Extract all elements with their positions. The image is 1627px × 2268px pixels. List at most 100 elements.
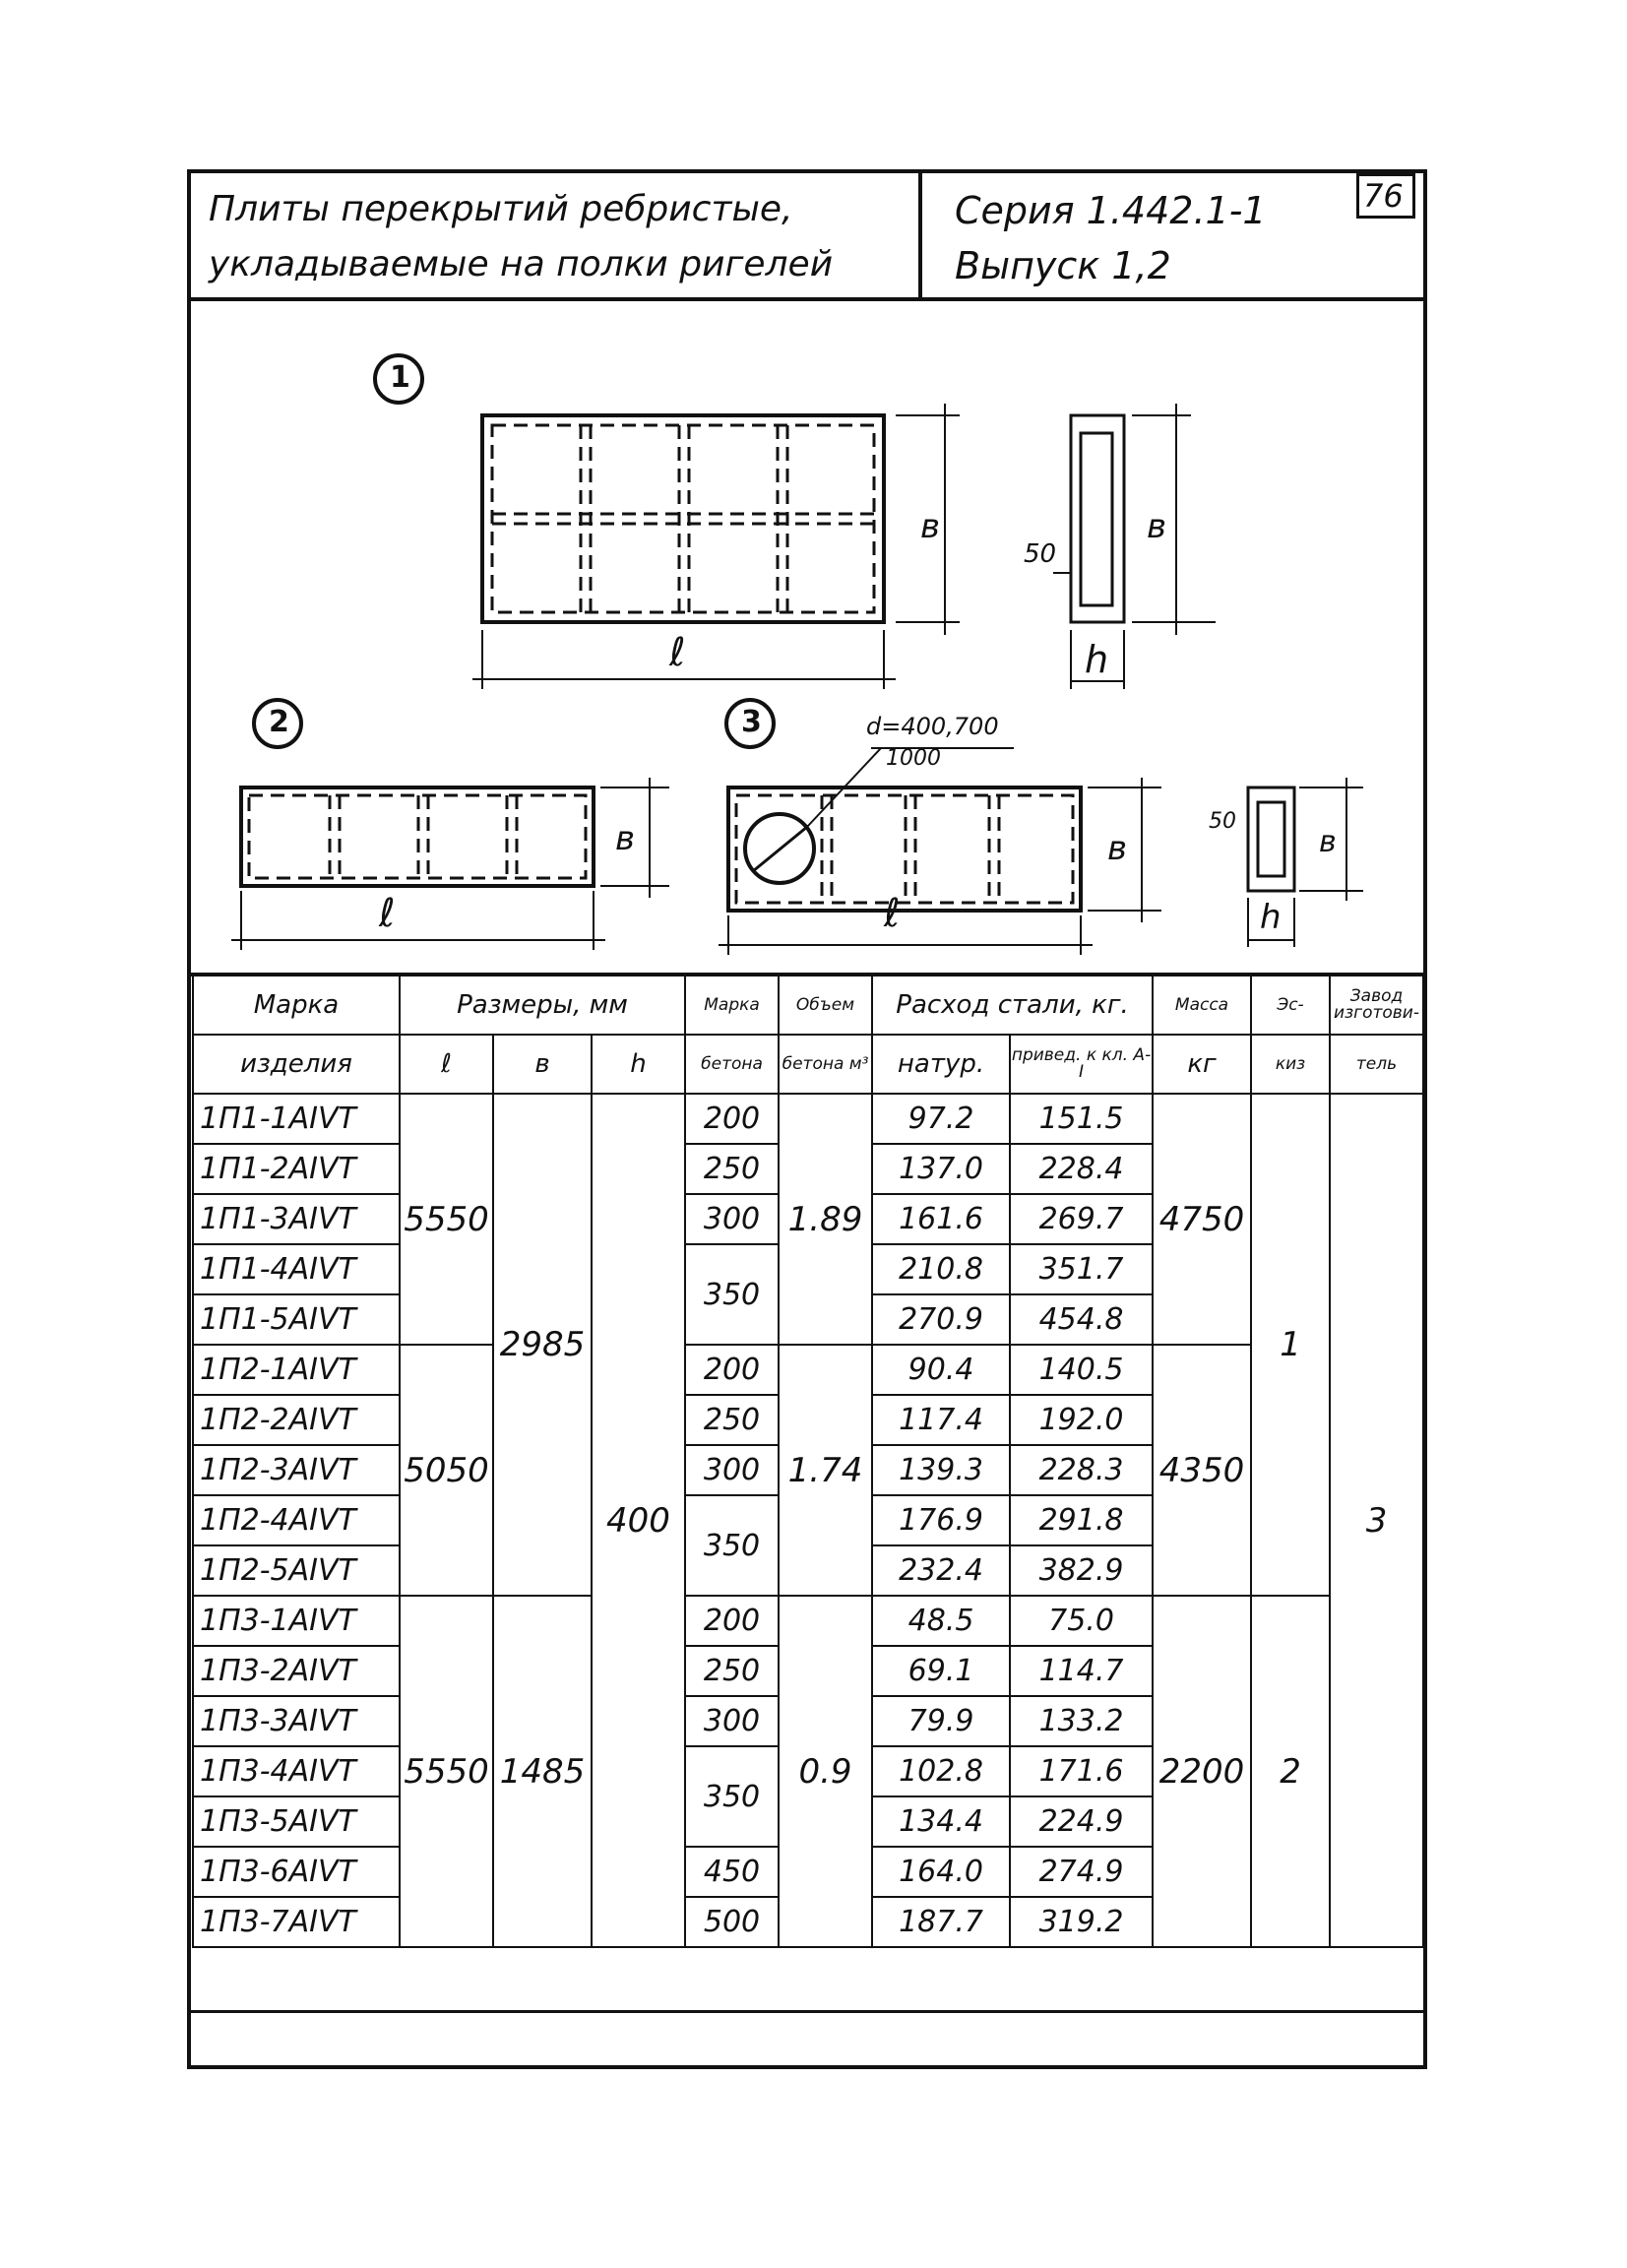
- title-line-2: укладываемые на полки ригелей: [209, 244, 834, 284]
- row-steel-red: 133.2: [1009, 1695, 1155, 1747]
- row-steel-red: 228.3: [1009, 1444, 1155, 1496]
- row-steel-red: 382.9: [1009, 1544, 1155, 1597]
- plate-3-section-dim-b: в: [1319, 825, 1337, 859]
- cell-vol-p3: 0.9: [778, 1595, 874, 1948]
- header-mass: Масса: [1152, 975, 1253, 1036]
- title-block-divider-h: [187, 297, 1427, 301]
- table-header-row-1: Марка Размеры, мм Марка Объем Расход ста…: [192, 975, 1425, 1036]
- row-grade: 250: [684, 1645, 781, 1697]
- row-mark: 1П1-1АIVТ: [192, 1093, 401, 1145]
- row-mark: 1П2-1АIVТ: [192, 1344, 401, 1396]
- plate-3-dim-b: в: [1107, 829, 1128, 868]
- row-steel-red: 274.9: [1009, 1846, 1155, 1898]
- title-block-divider-v: [918, 169, 922, 299]
- drawing-label-3: 3: [741, 705, 762, 739]
- row-grade: 300: [684, 1444, 781, 1496]
- plate-3-hole-note-2: 1000: [886, 746, 941, 771]
- row-steel-nat: 137.0: [871, 1143, 1012, 1195]
- table-row: 1П2-4АIVТ 350 176.9 291.8: [192, 1494, 1423, 1597]
- plate-1-section-dim-50: 50: [1024, 539, 1057, 569]
- row-steel-red: 224.9: [1009, 1796, 1155, 1848]
- header-steel: Расход стали, кг.: [871, 975, 1155, 1036]
- row-steel-nat: 161.6: [871, 1193, 1012, 1245]
- row-mark: 1П1-5АIVТ: [192, 1293, 401, 1346]
- drawing-label-2: 2: [269, 705, 289, 739]
- table-row: 1П3-7АIVТ 500 187.7 319.2: [192, 1896, 1423, 1948]
- cell-sketch-p12: 1: [1250, 1093, 1332, 1597]
- drawing-marker-2: [252, 698, 303, 749]
- plate-1-section: [1069, 413, 1126, 624]
- header-steel-red: привед. к кл. А-I: [1009, 1034, 1155, 1095]
- cell-mass-p3: 2200: [1152, 1595, 1253, 1948]
- cell-grade-350: 350: [684, 1243, 781, 1346]
- header-mass-2: кг: [1152, 1034, 1253, 1095]
- header-b: в: [492, 1034, 593, 1095]
- row-mark: 1П1-3АIVТ: [192, 1193, 401, 1245]
- row-steel-nat: 48.5: [871, 1595, 1012, 1647]
- row-mark: 1П1-4АIVТ: [192, 1243, 401, 1295]
- table-row: 1П2-1АIVТ 5050 200 1.74 90.4 140.5 4350: [192, 1344, 1423, 1597]
- row-steel-nat: 139.3: [871, 1444, 1012, 1496]
- table-header-row-2: изделия ℓ в h бетона бетона м³ натур. пр…: [192, 1034, 1425, 1095]
- row-mark: 1П3-2АIVТ: [192, 1645, 401, 1697]
- drawing-marker-1: [373, 353, 424, 405]
- row-steel-red: 319.2: [1009, 1896, 1155, 1948]
- plate-1-outline: [480, 413, 886, 624]
- table-row: 1П3-4АIVТ 350 102.8 171.6: [192, 1745, 1423, 1848]
- row-grade: 300: [684, 1695, 781, 1747]
- row-steel-red: 140.5: [1009, 1344, 1155, 1396]
- plate-1-section-dim-b: в: [1147, 507, 1167, 546]
- row-steel-nat: 117.4: [871, 1394, 1012, 1446]
- row-steel-red: 192.0: [1009, 1394, 1155, 1446]
- cell-l-p1: 5550: [399, 1093, 494, 1346]
- cell-vol-p2: 1.74: [778, 1344, 874, 1597]
- cell-plant-all: 3: [1329, 1093, 1425, 1948]
- header-mark-2: изделия: [192, 1034, 401, 1095]
- table-row: 1П1-3АIVТ 300 161.6 269.7: [192, 1193, 1423, 1245]
- table-row: 1П3-2АIVТ 250 69.1 114.7: [192, 1645, 1423, 1697]
- drawing-label-1: 1: [390, 360, 410, 395]
- row-steel-nat: 187.7: [871, 1896, 1012, 1948]
- cell-grade-350: 350: [684, 1494, 781, 1597]
- row-mark: 1П3-5АIVТ: [192, 1796, 401, 1848]
- row-steel-red: 114.7: [1009, 1645, 1155, 1697]
- cell-mass-p2: 4350: [1152, 1344, 1253, 1597]
- table-row: 1П3-1АIVТ 5550 1485 200 0.9 48.5 75.0 22…: [192, 1595, 1423, 1948]
- row-steel-nat: 69.1: [871, 1645, 1012, 1697]
- table-row: 1П2-5АIVТ 232.4 382.9: [192, 1544, 1423, 1597]
- cell-h-all: 400: [590, 1093, 687, 1948]
- header-l: ℓ: [399, 1034, 494, 1095]
- row-grade: 450: [684, 1846, 781, 1898]
- plate-2-dim-l: ℓ: [379, 891, 396, 936]
- table-row: 1П1-1АIVТ 5550 2985 400 200 1.89 97.2 15…: [192, 1093, 1425, 1948]
- header-grade: Марка: [684, 975, 781, 1036]
- header-volume: Объем: [778, 975, 874, 1036]
- row-mark: 1П3-3АIVТ: [192, 1695, 401, 1747]
- header-grade-2: бетона: [684, 1034, 781, 1095]
- row-grade: 500: [684, 1896, 781, 1948]
- plate-3-dim-l: ℓ: [884, 891, 901, 936]
- header-mark: Марка: [192, 975, 401, 1036]
- row-steel-red: 269.7: [1009, 1193, 1155, 1245]
- row-grade: 300: [684, 1193, 781, 1245]
- title-line-1: Плиты перекрытий ребристые,: [209, 189, 793, 229]
- row-grade: 250: [684, 1394, 781, 1446]
- row-steel-nat: 270.9: [871, 1293, 1012, 1346]
- row-mark: 1П3-1АIVТ: [192, 1595, 401, 1647]
- row-steel-red: 151.5: [1009, 1093, 1155, 1145]
- header-h: h: [590, 1034, 687, 1095]
- page-number-box: [1356, 173, 1415, 219]
- row-steel-nat: 210.8: [871, 1243, 1012, 1295]
- cell-l-p2: 5050: [399, 1344, 494, 1597]
- row-steel-nat: 164.0: [871, 1846, 1012, 1898]
- row-steel-nat: 102.8: [871, 1745, 1012, 1797]
- row-grade: 200: [684, 1093, 781, 1145]
- plate-1-dim-l: ℓ: [669, 630, 686, 675]
- cell-mass-p1: 4750: [1152, 1093, 1253, 1346]
- row-steel-nat: 90.4: [871, 1344, 1012, 1396]
- row-steel-red: 351.7: [1009, 1243, 1155, 1295]
- row-steel-nat: 176.9: [871, 1494, 1012, 1546]
- header-steel-nat: натур.: [871, 1034, 1012, 1095]
